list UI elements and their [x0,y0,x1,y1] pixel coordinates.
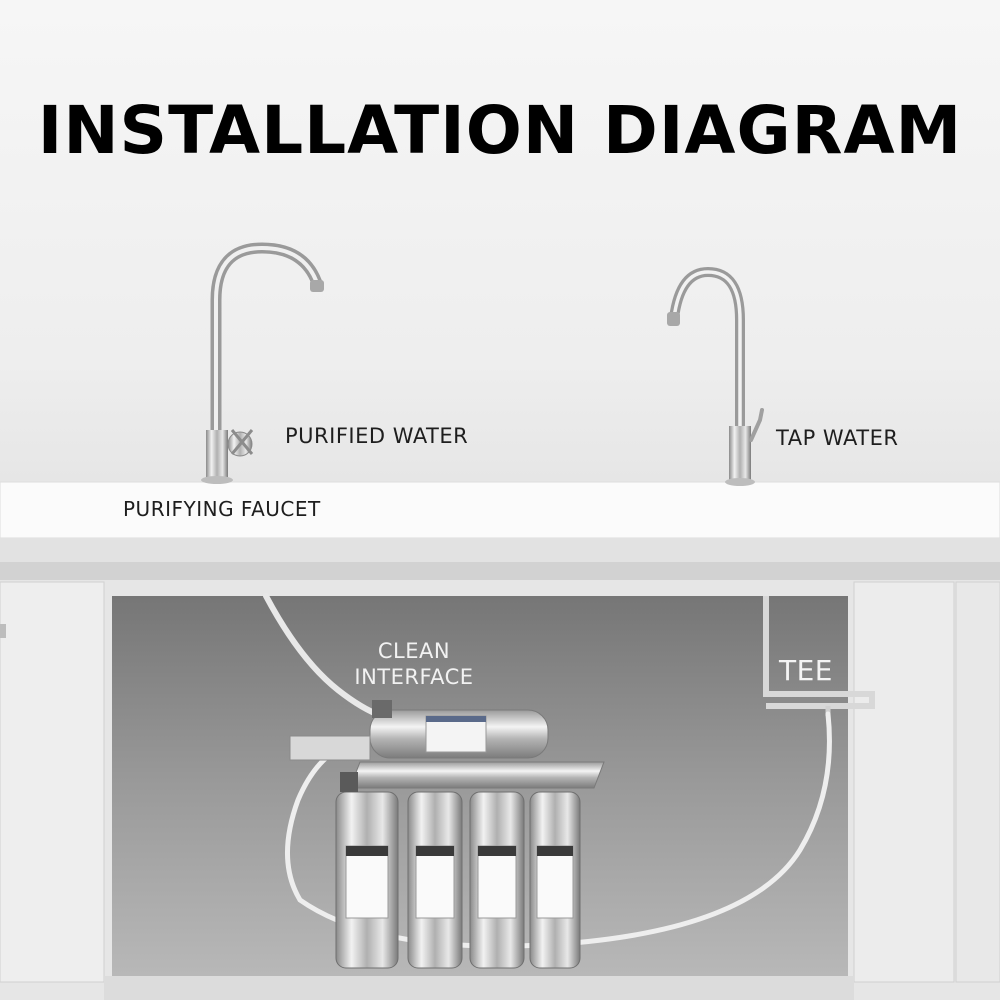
purified-water-label: PURIFIED WATER [285,424,469,448]
cabinet-left-door [0,581,105,983]
purifying-faucet-label: PURIFYING FAUCET [123,497,321,521]
clean-interface-label-line1: CLEAN [377,639,451,663]
wall [0,0,1000,482]
water-purifier-unit [289,700,605,969]
cabinet-right-door-2 [955,581,1000,983]
clean-interface-label-line2: INTERFACE [354,665,474,689]
purifying-faucet [201,242,324,484]
page-title: INSTALLATION DIAGRAM [37,92,963,169]
cabinet-right-door [853,581,955,983]
tap-faucet [667,266,764,486]
countertop-edge [0,538,1000,562]
countertop-shadow [0,562,1000,580]
countertop [0,481,1000,539]
tap-water-label: TAP WATER [776,426,899,450]
cabinet-left-door-handle [0,624,6,638]
clean-interface-label: CLEAN INTERFACE [344,638,484,690]
tee-label: TEE [779,654,833,687]
cabinet-floor [104,976,854,1000]
purified-water-hose [263,593,391,721]
